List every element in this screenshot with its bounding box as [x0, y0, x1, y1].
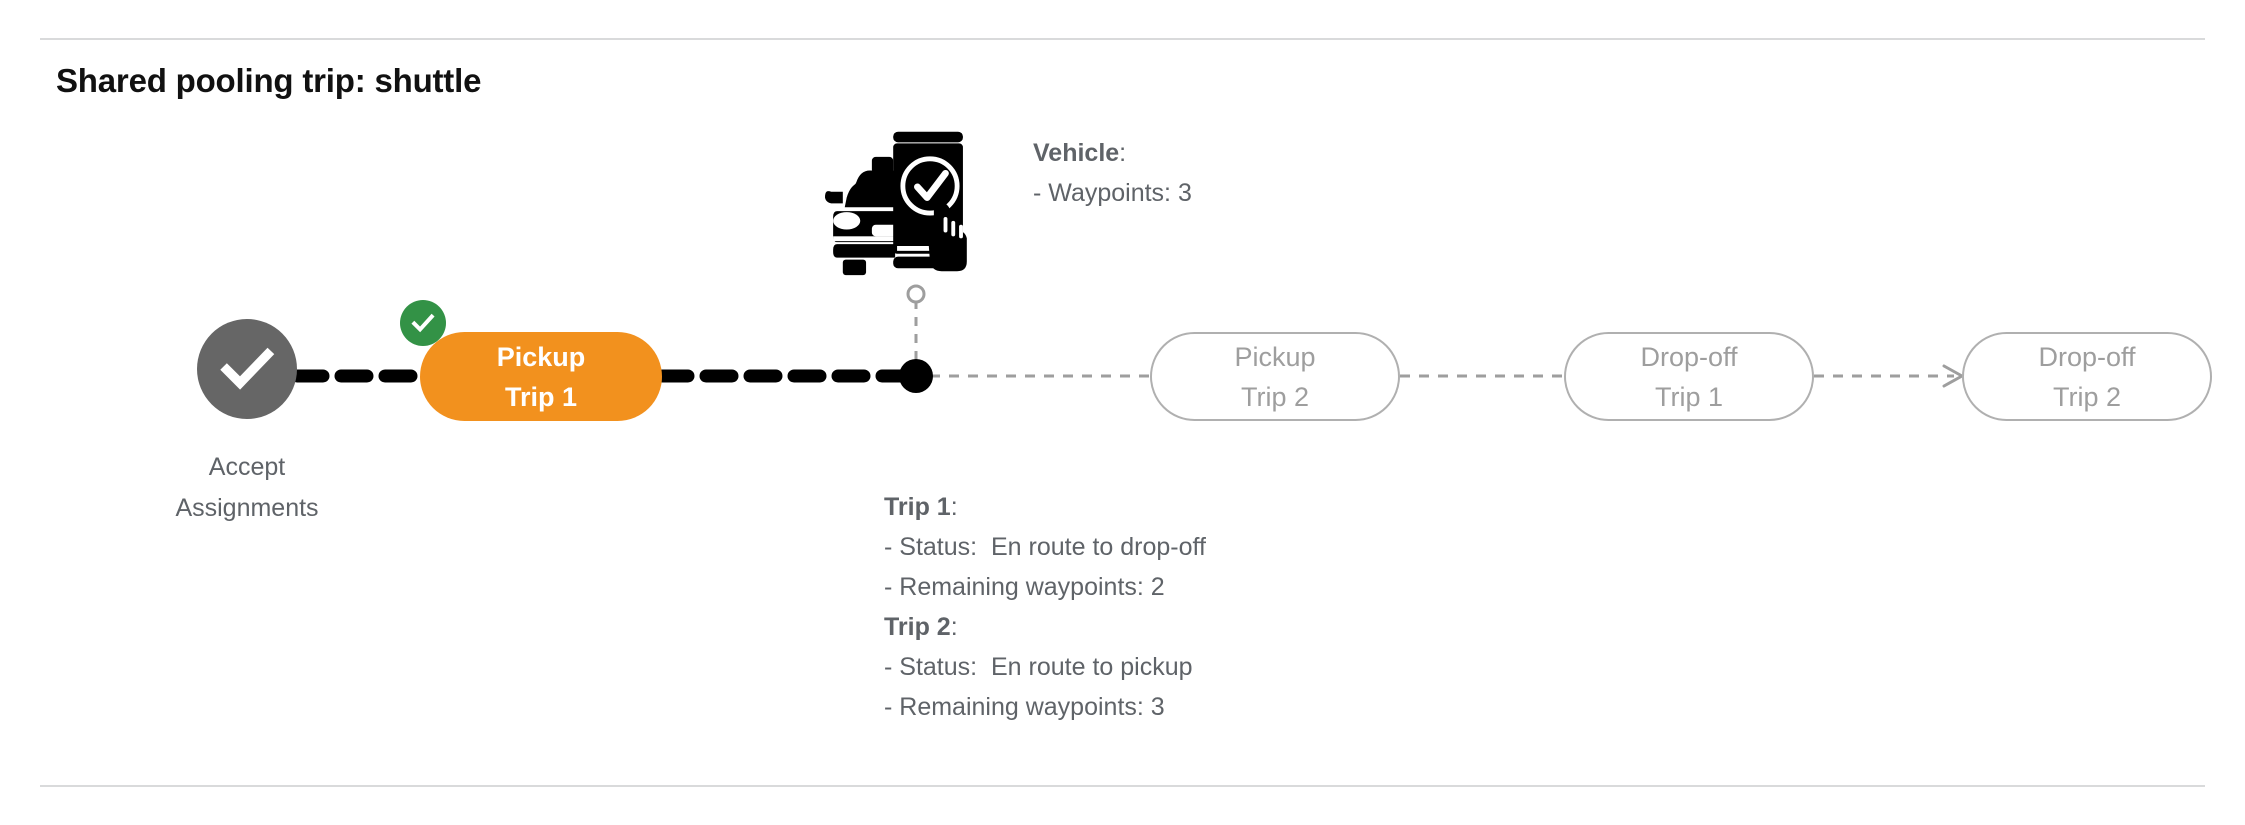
vehicle-info-note: Vehicle: - Waypoints: 3: [1033, 133, 1192, 213]
trips-info-note: Trip 1: - Status: En route to drop-off -…: [884, 487, 1206, 727]
page-title: Shared pooling trip: shuttle: [56, 62, 482, 99]
node-pickup-trip-1-line2: Trip 1: [504, 381, 578, 412]
node-drop-off-trip-2-line2: Trip 2: [2052, 381, 2121, 412]
node-drop-off-trip-2-line1: Drop-off: [2038, 341, 2136, 372]
top-divider: [40, 38, 2205, 40]
current-position-dot: [899, 359, 933, 393]
vehicle-note-header: Vehicle: [1033, 139, 1120, 167]
vehicle-note-header-row: Vehicle:: [1033, 133, 1192, 173]
node-pickup-trip-2[interactable]: Pickup Trip 2: [1150, 332, 1400, 421]
vehicle-note-header-suffix: :: [1119, 139, 1127, 167]
trip2-status-row: - Status: En route to pickup: [884, 647, 1206, 687]
trip1-header-suffix: :: [950, 493, 958, 521]
trip1-header-row: Trip 1:: [884, 487, 1206, 527]
check-circle-icon: [216, 338, 278, 400]
node-pickup-trip-1[interactable]: Pickup Trip 1: [420, 332, 662, 421]
vehicle-note-waypoints: - Waypoints: 3: [1033, 179, 1192, 207]
trip1-status-label: - Status:: [884, 533, 978, 561]
vehicle-app-check-icon: [820, 122, 978, 277]
start-node-accept-assignments[interactable]: [197, 319, 297, 419]
node-pickup-trip-1-line1: Pickup: [496, 341, 586, 372]
arrowhead-icon: [1942, 364, 1964, 388]
trip2-status-value: En route to pickup: [991, 653, 1193, 681]
bottom-divider: [40, 785, 2205, 787]
trip1-status-row: - Status: En route to drop-off: [884, 527, 1206, 567]
trip1-waypoints: - Remaining waypoints: 2: [884, 573, 1165, 601]
vehicle-anchor-circle-icon: [906, 284, 926, 304]
node-drop-off-trip-1-line2: Trip 1: [1654, 381, 1723, 412]
node-pickup-trip-2-line2: Trip 2: [1240, 381, 1309, 412]
trip2-header: Trip 2: [884, 613, 951, 641]
trip2-header-row: Trip 2:: [884, 607, 1206, 647]
node-drop-off-trip-1[interactable]: Drop-off Trip 1: [1564, 332, 1814, 421]
check-icon: [409, 309, 437, 337]
node-pickup-trip-2-line1: Pickup: [1234, 341, 1316, 372]
trip2-status-label: - Status:: [884, 653, 978, 681]
start-node-label-line1: Accept: [208, 453, 286, 481]
start-node-label-line2: Assignments: [175, 494, 319, 522]
trip2-waypoints: - Remaining waypoints: 3: [884, 693, 1165, 721]
trip1-header: Trip 1: [884, 493, 951, 521]
node-drop-off-trip-2[interactable]: Drop-off Trip 2: [1962, 332, 2212, 421]
trip2-header-suffix: :: [950, 613, 958, 641]
node-drop-off-trip-1-line1: Drop-off: [1640, 341, 1738, 372]
start-node-label: Accept Assignments: [97, 447, 397, 529]
status-badge-pickup-trip-1: [400, 300, 446, 346]
trip1-status-value: En route to drop-off: [991, 533, 1206, 561]
